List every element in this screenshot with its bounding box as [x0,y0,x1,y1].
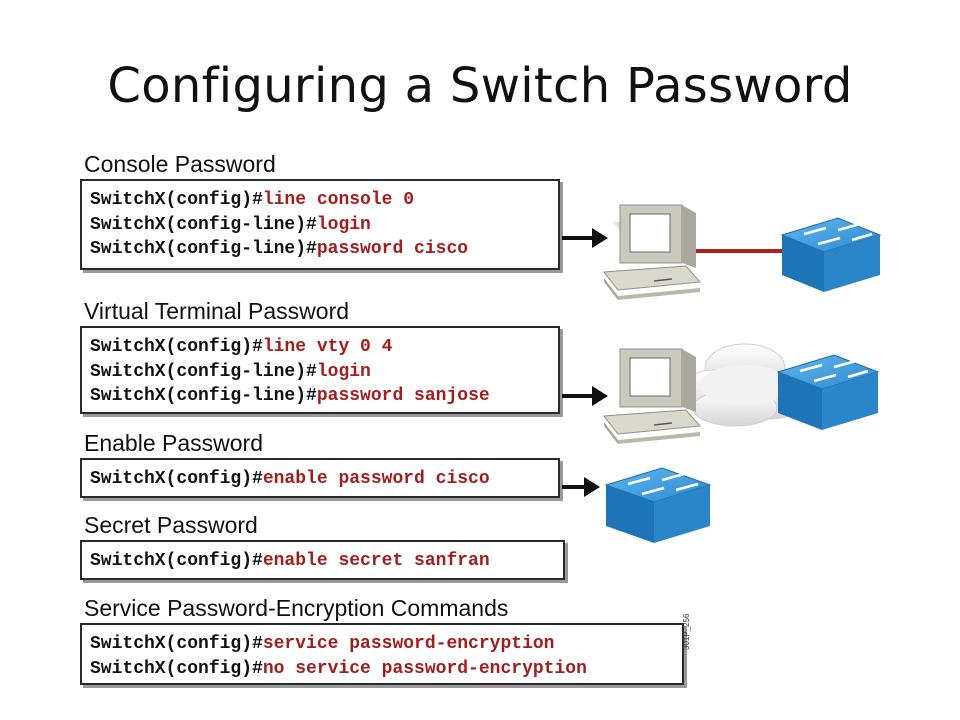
cli-argument: enable secret sanfran [262,551,490,571]
cli-argument: line vty 0 4 [262,337,393,357]
cli-argument: line console 0 [262,190,415,210]
command-line: SwitchX(config)#service password-encrypt… [90,632,674,657]
service-commands-box: SwitchX(config)#service password-encrypt… [80,623,684,685]
command-line: SwitchX(config)#line console 0 [90,188,550,213]
heading-vty-password: Virtual Terminal Password [84,298,350,324]
command-line: SwitchX(config-line)#password cisco [90,237,550,262]
cli-prompt: SwitchX(config)# [90,190,263,210]
cli-prompt: SwitchX(config)# [90,469,263,489]
arrow-icon [562,386,608,406]
cli-argument: login [316,214,371,235]
enable-commands-box: SwitchX(config)#enable password cisco [80,458,560,498]
cli-argument: service password-encryption [262,634,555,654]
arrow-icon [562,477,600,497]
cli-prompt: SwitchX(config-line)# [90,214,317,235]
slide-title: Configuring a Switch Password [107,58,853,114]
cli-prompt: SwitchX(config)# [90,634,263,654]
command-line: SwitchX(config)#enable password cisco [90,467,550,492]
command-line: SwitchX(config-line)#login [90,360,550,385]
heading-service-encryption: Service Password-Encryption Commands [84,595,509,621]
command-line: SwitchX(config-line)#login [90,213,550,238]
cli-argument: password sanjose [316,386,490,406]
switch-icon [604,467,712,543]
computer-icon [603,204,702,300]
vty-commands-box: SwitchX(config)#line vty 0 4 SwitchX(con… [80,326,560,414]
command-line: SwitchX(config)#line vty 0 4 [90,335,550,360]
command-line: SwitchX(config-line)#password sanjose [90,384,550,409]
heading-enable-password: Enable Password [84,430,263,456]
cli-argument: no service password-encryption [262,658,587,679]
cli-prompt: SwitchX(config)# [90,337,263,357]
cli-prompt: SwitchX(config-line)# [90,361,317,382]
cli-prompt: SwitchX(config)# [90,551,263,571]
command-line: SwitchX(config)#no service password-encr… [90,657,674,682]
cli-argument: login [316,361,371,382]
heading-console-password: Console Password [84,151,276,177]
computer-icon [603,348,702,444]
arrow-icon [562,228,608,248]
switch-icon [780,217,882,292]
command-line: SwitchX(config)#enable secret sanfran [90,549,555,574]
cli-prompt: SwitchX(config)# [90,658,263,679]
heading-secret-password: Secret Password [84,512,258,538]
cli-argument: enable password cisco [262,469,490,489]
switch-icon [776,354,880,430]
console-commands-box: SwitchX(config)#line console 0 SwitchX(c… [80,179,560,270]
secret-commands-box: SwitchX(config)#enable secret sanfran [80,540,565,580]
cli-prompt: SwitchX(config-line)# [90,386,317,406]
cli-argument: password cisco [316,239,469,259]
cli-prompt: SwitchX(config-line)# [90,239,317,259]
